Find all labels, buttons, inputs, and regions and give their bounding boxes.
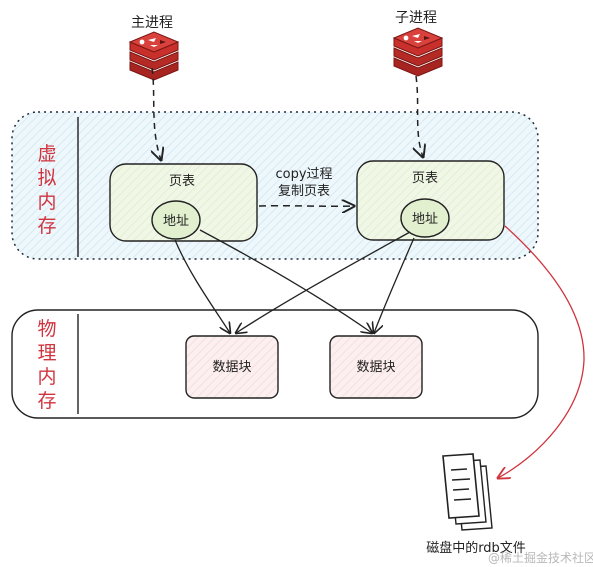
virtual-memory-char-3: 内 [37, 191, 56, 213]
arrow-right-address-to-left-block [236, 231, 411, 333]
arrow-left-address-to-right-block [199, 229, 372, 333]
virtual-memory-char-2: 拟 [37, 167, 56, 189]
page-table-right-title: 页表 [412, 171, 438, 186]
virtual-memory-char-1: 虚 [37, 143, 56, 165]
virtual-memory-char-4: 存 [37, 215, 56, 237]
data-block-left-label: 数据块 [212, 360, 251, 375]
page-table-left-title: 页表 [169, 174, 195, 189]
data-block-left [185, 335, 279, 399]
copy-process-label: copy过程 [275, 167, 332, 182]
rdb-file-caption: 磁盘中的rdb文件 [426, 540, 526, 556]
child-process-label: 子进程 [395, 10, 437, 26]
copy-page-table-label: 复制页表 [278, 184, 330, 199]
arrow-child-to-rdb-file [498, 225, 585, 478]
physical-memory-char-2: 理 [37, 342, 56, 364]
arrow-right-address-to-right-block [374, 237, 415, 333]
physical-memory-char-4: 存 [37, 390, 56, 412]
arrow-main-process-to-page-table [152, 67, 161, 160]
document-stack-icon [442, 453, 493, 531]
arrow-copy-page-table [258, 206, 354, 207]
address-left-label: 地址 [163, 214, 189, 229]
redis-child-icon [392, 27, 444, 77]
arrow-left-address-to-left-block [174, 239, 230, 333]
address-right [400, 198, 450, 238]
data-block-right [329, 335, 423, 399]
address-left [151, 200, 201, 240]
main-process-label: 主进程 [131, 15, 173, 31]
physical-memory-char-3: 内 [37, 366, 56, 388]
physical-memory-char-1: 物 [37, 318, 56, 340]
data-block-right-label: 数据块 [356, 360, 395, 375]
redis-main-icon [128, 31, 180, 81]
address-right-label: 地址 [412, 212, 438, 227]
watermark: @稀土掘金技术社区 [488, 550, 593, 565]
